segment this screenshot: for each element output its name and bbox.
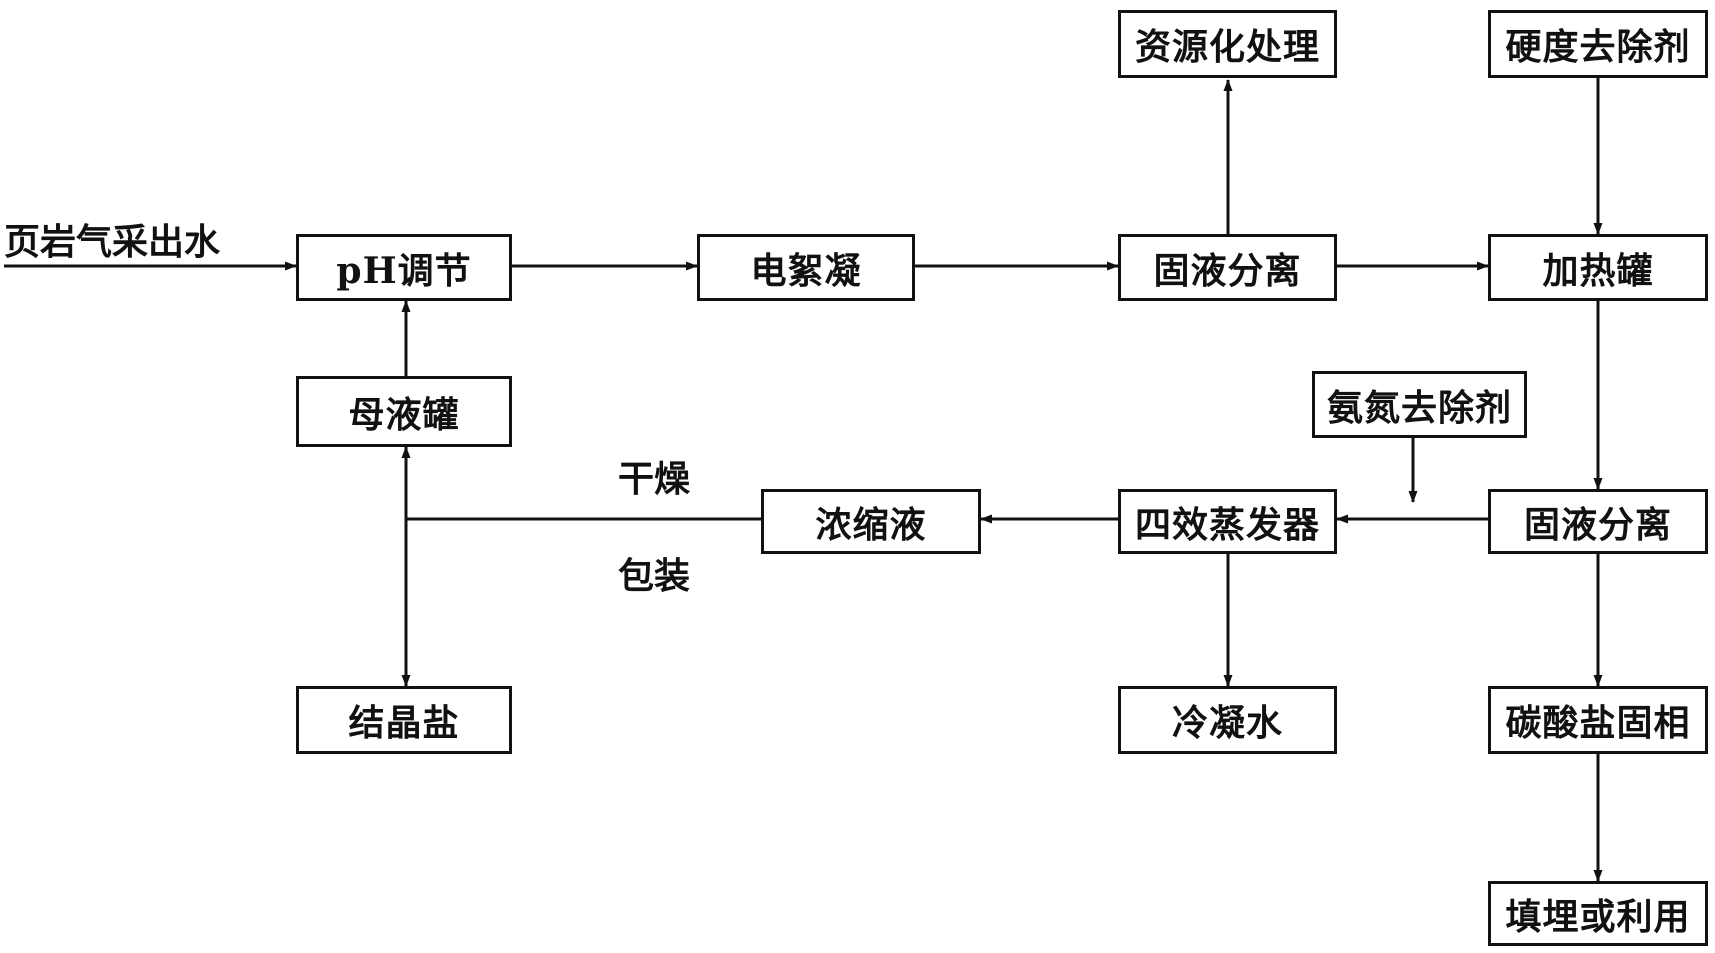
carbonate-solid-box: 碳酸盐固相 — [1488, 686, 1708, 754]
hardness-remover-box: 硬度去除剂 — [1488, 10, 1708, 78]
packing-label: 包装 — [618, 555, 691, 597]
landfill-or-reuse-box: 填埋或利用 — [1488, 881, 1708, 946]
resource-treatment-box: 资源化处理 — [1118, 10, 1337, 78]
solid-liquid-separation-box: 固液分离 — [1118, 234, 1337, 301]
concentrate-box: 浓缩液 — [761, 489, 981, 554]
mother-liquor-tank-box: 母液罐 — [296, 376, 512, 447]
drying-label: 干燥 — [618, 458, 691, 500]
electrocoagulation-box: 电絮凝 — [697, 234, 915, 301]
inlet-label: 页岩气采出水 — [4, 221, 221, 263]
condensate-water-box: 冷凝水 — [1118, 686, 1337, 754]
four-effect-evaporator-box: 四效蒸发器 — [1118, 489, 1337, 554]
ph-adjust-box: pH调节 — [296, 234, 512, 301]
crystal-salt-box: 结晶盐 — [296, 686, 512, 754]
solid-liquid-separation-2-box: 固液分离 — [1488, 489, 1708, 554]
heating-tank-box: 加热罐 — [1488, 234, 1708, 301]
ammonia-remover-box: 氨氮去除剂 — [1312, 371, 1527, 438]
